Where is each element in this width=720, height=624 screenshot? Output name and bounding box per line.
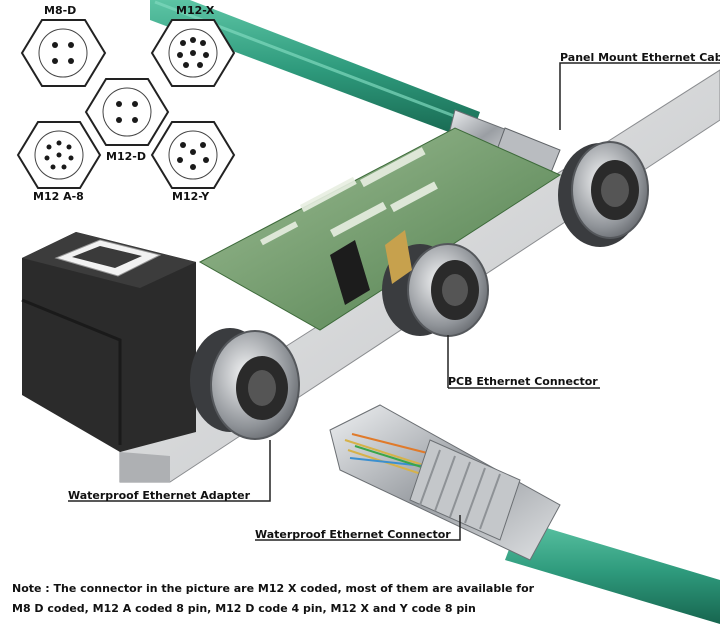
pin-dots <box>44 37 209 170</box>
label-m8-d: M8-D <box>44 4 77 17</box>
callout-pcb: PCB Ethernet Connector <box>448 375 598 388</box>
label-m12-d: M12-D <box>106 150 146 163</box>
pcb-board <box>198 127 562 331</box>
callout-lines <box>68 62 720 541</box>
note-line-1: Note : The connector in the picture are … <box>12 582 535 595</box>
waterproof-connector <box>329 404 720 624</box>
label-m12-y: M12-Y <box>172 190 210 203</box>
callout-panel-mount: Panel Mount Ethernet Cable <box>560 51 720 64</box>
pcb-connector <box>382 230 489 337</box>
label-m12-a8: M12 A-8 <box>33 190 84 203</box>
callout-adapter: Waterproof Ethernet Adapter <box>68 489 251 502</box>
label-m12-x: M12-X <box>176 4 215 17</box>
waterproof-adapter <box>21 232 300 452</box>
note-line-2: M8 D coded, M12 A coded 8 pin, M12 D cod… <box>12 602 476 615</box>
callout-connector: Waterproof Ethernet Connector <box>255 528 451 541</box>
panel-connector-top <box>558 141 649 247</box>
